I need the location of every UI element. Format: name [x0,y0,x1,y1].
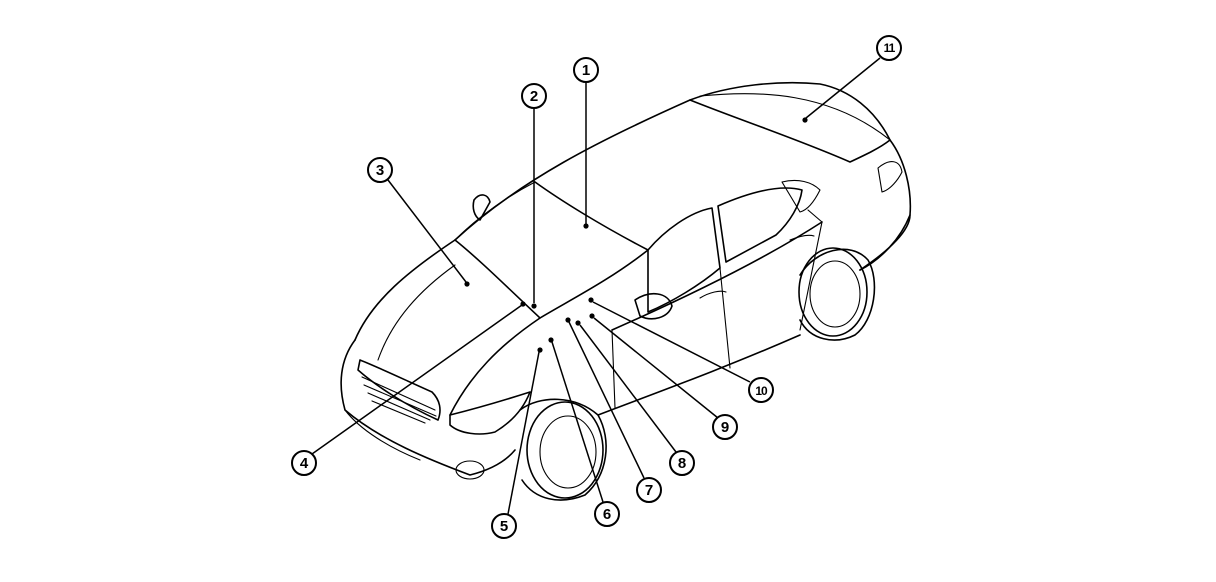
rear-side-window [717,187,803,263]
callout-7-label: 7 [645,482,653,499]
callout-11-label: 11 [884,41,896,55]
lower-body [859,214,911,271]
leader-11 [805,57,881,119]
target-dot-4 [520,301,526,307]
callout-10-label: 10 [755,384,768,398]
callout-5-label: 5 [500,518,508,535]
target-dot-9 [589,313,595,319]
rear-wheel [798,247,876,341]
callout-1-label: 1 [582,62,590,79]
target-dot-1 [583,223,589,229]
windshield [454,239,649,319]
callout-1: 1 [573,57,599,83]
target-dot-11 [802,117,808,123]
leader-6 [551,341,604,503]
rear-quarter-glass [781,179,821,213]
callout-5: 5 [491,513,517,539]
belt-line [611,221,823,331]
target-dot-8 [575,320,581,326]
target-dot-10 [588,297,594,303]
target-dot-3 [464,281,470,287]
rear-glass [689,99,891,163]
callout-4-label: 4 [300,455,309,472]
fog-lamp [455,460,485,480]
center-door-seam [719,267,731,369]
leader-lines [311,57,881,515]
far-side-mirror [472,194,491,221]
a-pillar-left [454,181,536,241]
rear-lamp [877,161,903,193]
callout-9-label: 9 [721,419,729,436]
front-bumper [340,339,516,476]
callouts: 1 2 3 4 5 6 7 8 [291,35,902,539]
hood-edge [354,239,456,341]
trunk-line [699,93,891,141]
callout-6-label: 6 [603,506,611,523]
target-dot-7 [565,317,571,323]
leader-4 [311,304,523,455]
target-dot-2 [531,303,537,309]
callout-2: 2 [521,83,547,109]
callout-9: 9 [712,414,738,440]
callout-3: 3 [367,157,393,183]
callout-3-label: 3 [376,162,384,179]
leader-7 [568,321,645,479]
callout-8-label: 8 [678,455,686,472]
callout-2-label: 2 [530,88,538,105]
target-dot-5 [537,347,543,353]
leader-10 [592,301,751,383]
callout-11: 11 [876,35,902,61]
callout-6: 6 [594,501,620,527]
callout-10: 10 [748,377,774,403]
front-lower-lip [344,409,421,461]
front-wheel [519,398,607,501]
leader-5 [507,351,540,515]
headlamp [449,391,531,435]
grille [357,359,441,421]
side-mirror [634,293,673,320]
callout-8: 8 [669,450,695,476]
target-dot-6 [548,337,554,343]
car-outline [340,81,912,501]
hood-crease [377,264,456,361]
grille-slats [361,376,437,424]
leader-3 [387,179,467,283]
rear-door-seam [799,209,823,331]
leader-9 [593,317,719,419]
front-door-handle [699,290,727,299]
callout-4: 4 [291,450,317,476]
rear-door-handle [789,234,815,241]
leader-8 [579,324,677,453]
roof-line [454,81,891,241]
hood-front [449,317,541,416]
rocker-panel [597,334,801,416]
callout-7: 7 [636,477,662,503]
windshield-top [534,181,649,251]
